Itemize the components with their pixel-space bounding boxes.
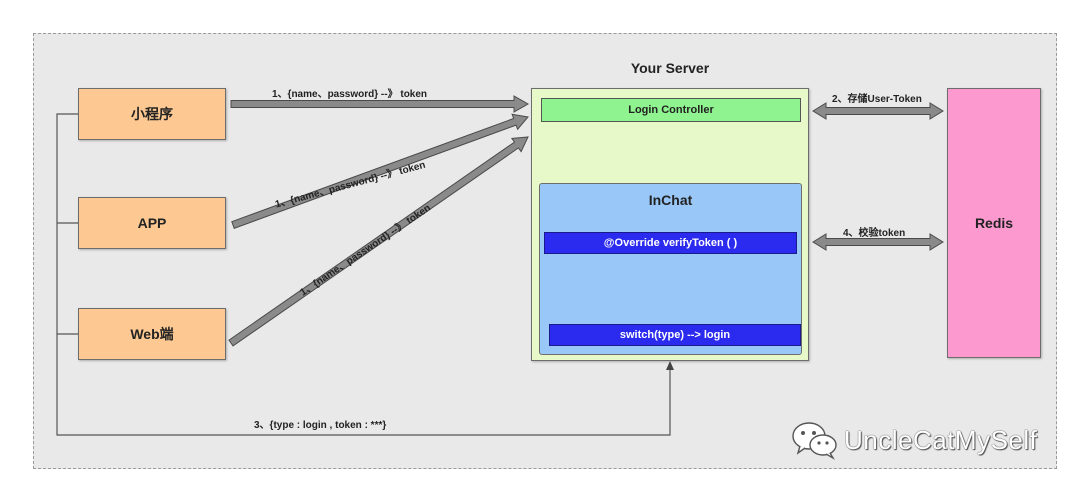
switch-login-box: switch(type) --> login	[549, 324, 801, 346]
arrow-server-redis-verify	[812, 233, 944, 251]
redis-label: Redis	[974, 215, 1014, 231]
client-app-label: APP	[137, 215, 167, 231]
watermark: UncleCatMySelf	[790, 420, 1037, 460]
edge-label-type-login: 3、{type : login , token : ***}	[254, 420, 387, 431]
client-mini-program-label: 小程序	[131, 106, 173, 122]
watermark-text: UncleCatMySelf	[844, 424, 1038, 455]
arrow-app-to-server	[231, 113, 529, 229]
client-web-label: Web端	[130, 326, 174, 342]
verify-token-box: @Override verifyToken ( )	[544, 232, 797, 254]
client-web: Web端	[78, 308, 226, 360]
login-controller-label: Login Controller	[628, 104, 714, 116]
login-controller-box: Login Controller	[541, 98, 801, 122]
arrow-web-to-server	[228, 136, 529, 347]
redis-box: Redis	[947, 88, 1041, 358]
type-login-connector	[56, 113, 671, 436]
arrow-mini-program-to-server	[230, 95, 530, 113]
type-login-arrowhead	[666, 361, 674, 370]
wechat-icon	[792, 422, 837, 460]
arrow-server-redis-store	[812, 102, 944, 120]
client-app: APP	[78, 197, 226, 249]
inchat-title: InChat	[648, 192, 693, 208]
switch-login-label: switch(type) --> login	[619, 329, 731, 341]
edge-label-store-token: 2、存储User-Token	[832, 94, 922, 105]
server-title: Your Server	[630, 60, 710, 76]
edge-label-verify-token: 4、校验token	[843, 228, 906, 239]
edge-label-mini-program: 1、{name、password} --》 token	[272, 89, 428, 100]
client-mini-program: 小程序	[78, 88, 226, 140]
verify-token-label: @Override verifyToken ( )	[603, 237, 738, 249]
